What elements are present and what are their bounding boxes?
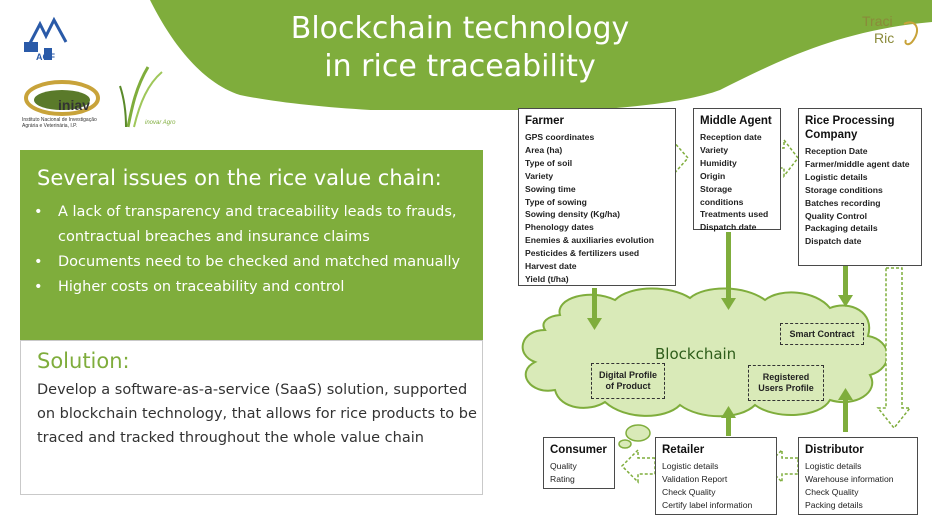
rice-processing-item: Quality Control (805, 210, 868, 221)
rice-processing-item: Logistic details (805, 171, 868, 182)
farmer-item: Variety (525, 170, 554, 181)
issue-item: Documents need to be checked and matched… (30, 250, 470, 275)
middle-agent-box: Middle Agent Reception date Variety Humi… (693, 108, 781, 232)
title-line-1: Blockchain technology (290, 11, 630, 46)
cloud-bubble-large (625, 424, 651, 442)
farmer-item: Type of soil (525, 157, 573, 168)
farmer-item: Type of sowing (525, 196, 587, 207)
middle-agent-item: Storage conditions (700, 183, 744, 207)
inovar-logo-icon (119, 66, 163, 128)
solution-panel (20, 340, 483, 495)
page-title: Blockchain technology in rice traceabili… (240, 10, 680, 86)
issue-item: Higher costs on traceability and control (30, 275, 470, 300)
rice-processing-title: Rice Processing Company (805, 114, 915, 142)
issues-list: A lack of transparency and traceability … (30, 200, 470, 300)
issues-title: Several issues on the rice value chain: (37, 166, 442, 190)
agf-logo-text: AGF (36, 52, 55, 62)
solution-title: Solution: (37, 349, 130, 373)
blockchain-cloud (521, 287, 889, 418)
farmer-item: Sowing density (Kg/ha) (525, 209, 621, 220)
retailer-box: Retailer Logistic details Validation Rep… (655, 437, 777, 515)
farmer-item: Pesticides & fertilizers used (525, 248, 640, 259)
retailer-item: Certify label information (662, 499, 753, 510)
farmer-item: Area (ha) (525, 144, 563, 155)
digital-profile-line: of Product (605, 381, 651, 391)
iniav-logo-text: iniav (58, 97, 90, 113)
solution-text: Develop a software-as-a-service (SaaS) s… (37, 382, 477, 446)
farmer-item: GPS coordinates (525, 132, 595, 142)
distributor-item: Warehouse information (805, 473, 894, 484)
farmer-box: Farmer GPS coordinates Area (ha) Type of… (518, 108, 676, 286)
rice-processing-title-line: Rice Processing (805, 115, 895, 127)
svg-text:Traci: Traci (862, 13, 893, 29)
middle-agent-item: Treatments used (700, 209, 769, 220)
digital-profile-box: Digital Profile of Product (591, 363, 665, 399)
rice-processing-item: Dispatch date (805, 236, 862, 247)
middle-agent-item: Reception date (700, 132, 762, 142)
flow-arrow-retailer-consumer (620, 448, 656, 484)
registered-users-line: Users Profile (758, 383, 814, 393)
digital-profile-line: Digital Profile (598, 370, 657, 380)
registered-users-box: Registered Users Profile (748, 365, 824, 401)
distributor-item: Logistic details (805, 461, 862, 471)
iniav-logo-icon (24, 80, 100, 116)
issue-item: A lack of transparency and traceability … (30, 200, 470, 250)
retailer-item: Check Quality (662, 486, 716, 497)
retailer-item: Logistic details (662, 461, 719, 471)
rice-processing-box: Rice Processing Company Reception Date F… (798, 108, 922, 266)
retailer-item: Validation Report (662, 473, 728, 484)
flow-arrow-processing-distributor (876, 267, 912, 430)
farmer-item: Harvest date (525, 261, 577, 272)
iniav-logo-subtext: Instituto Nacional de Investigação Agrár… (22, 117, 97, 129)
middle-agent-item: Humidity (700, 157, 737, 168)
middle-agent-item: Variety (700, 144, 729, 155)
consumer-title: Consumer (550, 444, 607, 456)
consumer-item: Quality (550, 461, 577, 471)
registered-users-line: Registered (762, 372, 810, 382)
consumer-item: Rating (550, 473, 575, 484)
retailer-title: Retailer (662, 444, 705, 456)
middle-agent-title: Middle Agent (700, 115, 772, 127)
farmer-item: Enemies & auxiliaries evolution (525, 235, 654, 246)
title-banner (150, 0, 932, 110)
title-line-2: in rice traceability (324, 49, 596, 84)
distributor-box: Distributor Logistic details Warehouse i… (798, 437, 918, 515)
distributor-title: Distributor (805, 444, 864, 456)
blockchain-label: Blockchain (655, 345, 737, 363)
rice-processing-item: Reception Date (805, 146, 868, 156)
smart-contract-box: Smart Contract (780, 323, 864, 345)
rice-processing-item: Batches recording (805, 197, 881, 208)
distributor-item: Check Quality (805, 486, 859, 497)
logos-area: AGF iniav Instituto Nacional de Investig… (0, 0, 240, 160)
cloud-bubble-small (618, 439, 632, 449)
farmer-item: Yield (t/ha) (525, 273, 569, 284)
inovar-logo-text: inovar Agro (145, 120, 176, 126)
rice-processing-item: Farmer/middle agent date (805, 158, 910, 169)
consumer-box: Consumer Quality Rating (543, 437, 615, 489)
agf-logo-icon (24, 16, 68, 60)
distributor-item: Packing details (805, 499, 863, 510)
farmer-item: Sowing time (525, 183, 576, 194)
svg-text:Ric: Ric (874, 30, 894, 46)
farmer-item: Phenology dates (525, 222, 594, 233)
farmer-title: Farmer (525, 115, 564, 127)
rice-processing-item: Storage conditions (805, 184, 883, 195)
middle-agent-item: Origin (700, 170, 726, 181)
middle-agent-item: Dispatch date (700, 222, 757, 233)
rice-processing-item: Packaging details (805, 223, 878, 234)
tracerice-logo-icon: Traci Ric (862, 13, 919, 46)
rice-processing-title-line: Company (805, 129, 858, 141)
